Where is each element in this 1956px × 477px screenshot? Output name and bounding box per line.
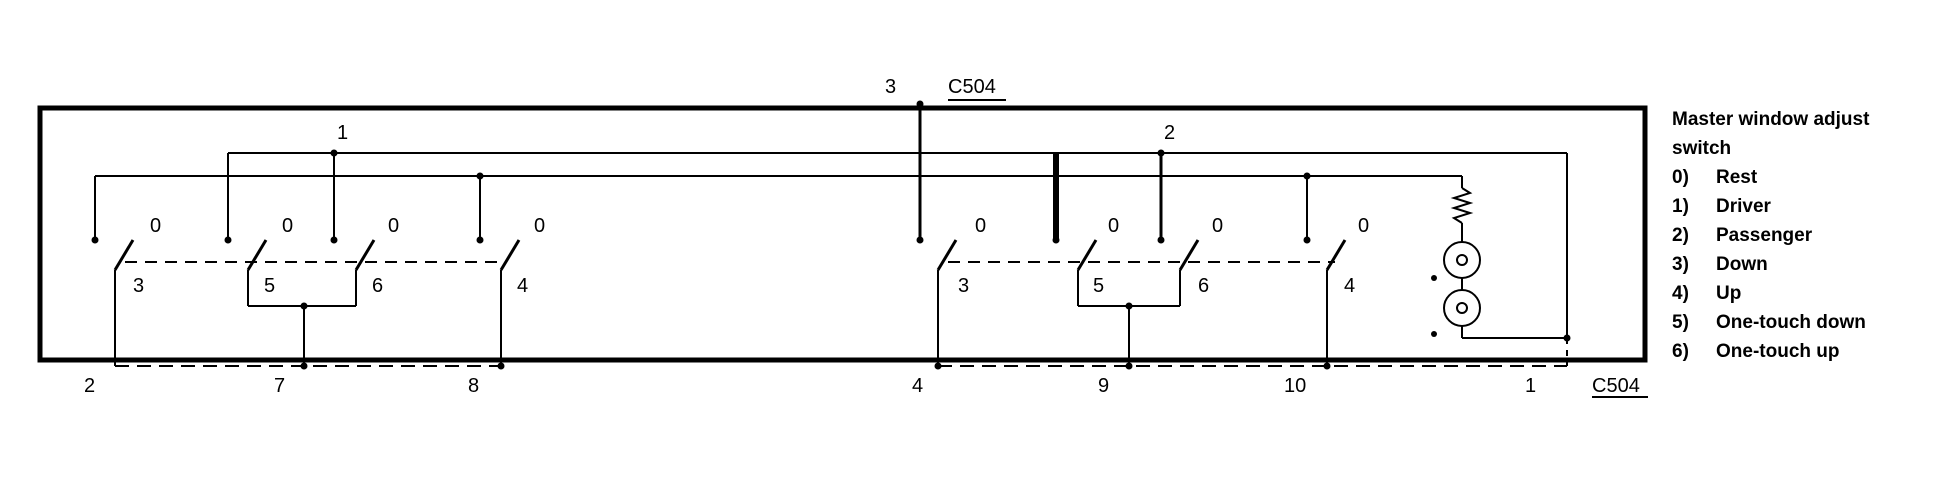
- right-pos-1: 5: [1093, 275, 1104, 297]
- legend-text: Up: [1716, 283, 1742, 304]
- bus-2: [1053, 153, 1163, 240]
- bus-1-label: 1: [337, 122, 348, 144]
- left-pos-2: 6: [372, 275, 383, 297]
- right-lower-wiring: [937, 270, 1328, 366]
- left-pos-3: 4: [517, 275, 528, 297]
- legend-item: 3) Down: [1672, 250, 1912, 279]
- legend-text: Driver: [1716, 196, 1771, 217]
- bottom-pin-8: 8: [468, 375, 479, 397]
- switch-housing: [37, 105, 1648, 363]
- legend-title: Master window adjust switch: [1672, 109, 1870, 159]
- bottom-pin-7: 7: [274, 375, 285, 397]
- lamp-1-icon: [1443, 241, 1481, 279]
- legend-num: 3): [1672, 254, 1689, 275]
- legend-item: 1) Driver: [1672, 192, 1912, 221]
- left-pos-0: 3: [133, 275, 144, 297]
- left-sw4-rest: 0: [534, 215, 545, 237]
- lamp-branch: [1307, 175, 1567, 339]
- right-pos-3: 4: [1344, 275, 1355, 297]
- legend-text: Passenger: [1716, 225, 1813, 246]
- connector-top-name: C504: [948, 76, 996, 98]
- legend-text: One-touch up: [1716, 341, 1840, 362]
- lamp-2-icon: [1443, 289, 1481, 327]
- right-sw1-rest: 0: [975, 215, 986, 237]
- bottom-pin-1: 1: [1525, 375, 1536, 397]
- left-sw3-rest: 0: [388, 215, 399, 237]
- junction-dots: [91, 100, 1571, 370]
- bottom-pin-4: 4: [912, 375, 923, 397]
- legend-num: 4): [1672, 283, 1689, 304]
- bottom-pin-9: 9: [1098, 375, 1109, 397]
- left-switch-blades: [113, 239, 1347, 271]
- left-lower-wiring: [114, 270, 502, 366]
- legend-item: 4) Up: [1672, 279, 1912, 308]
- connector-top-pin: 3: [885, 76, 896, 98]
- right-sw3-rest: 0: [1212, 215, 1223, 237]
- legend-item: 5) One-touch down: [1672, 308, 1912, 337]
- legend-num: 2): [1672, 225, 1689, 246]
- bottom-pin-10: 10: [1284, 375, 1306, 397]
- bottom-pin-2: 2: [84, 375, 95, 397]
- legend-item: 6) One-touch up: [1672, 337, 1912, 366]
- legend-item: 0) Rest: [1672, 163, 1912, 192]
- legend-num: 0): [1672, 167, 1689, 188]
- right-pos-2: 6: [1198, 275, 1209, 297]
- right-sw2-rest: 0: [1108, 215, 1119, 237]
- legend-text: One-touch down: [1716, 312, 1866, 333]
- legend-text: Down: [1716, 254, 1768, 275]
- legend-text: Rest: [1716, 167, 1758, 188]
- left-sw2-rest: 0: [282, 215, 293, 237]
- bus-1: [227, 152, 1568, 338]
- legend-item: 2) Passenger: [1672, 221, 1912, 250]
- legend: Master window adjust switch 0) Rest 1) Dri…: [1672, 105, 1912, 366]
- legend-num: 6): [1672, 341, 1689, 362]
- right-sw4-rest: 0: [1358, 215, 1369, 237]
- right-pos-0: 3: [958, 275, 969, 297]
- legend-num: 1): [1672, 196, 1689, 217]
- left-sw1-rest: 0: [150, 215, 161, 237]
- left-pos-1: 5: [264, 275, 275, 297]
- wire-left-sw1: [94, 175, 1308, 240]
- bus-2-label: 2: [1164, 122, 1175, 144]
- connector-bottom-name: C504: [1592, 375, 1640, 397]
- legend-num: 5): [1672, 312, 1689, 333]
